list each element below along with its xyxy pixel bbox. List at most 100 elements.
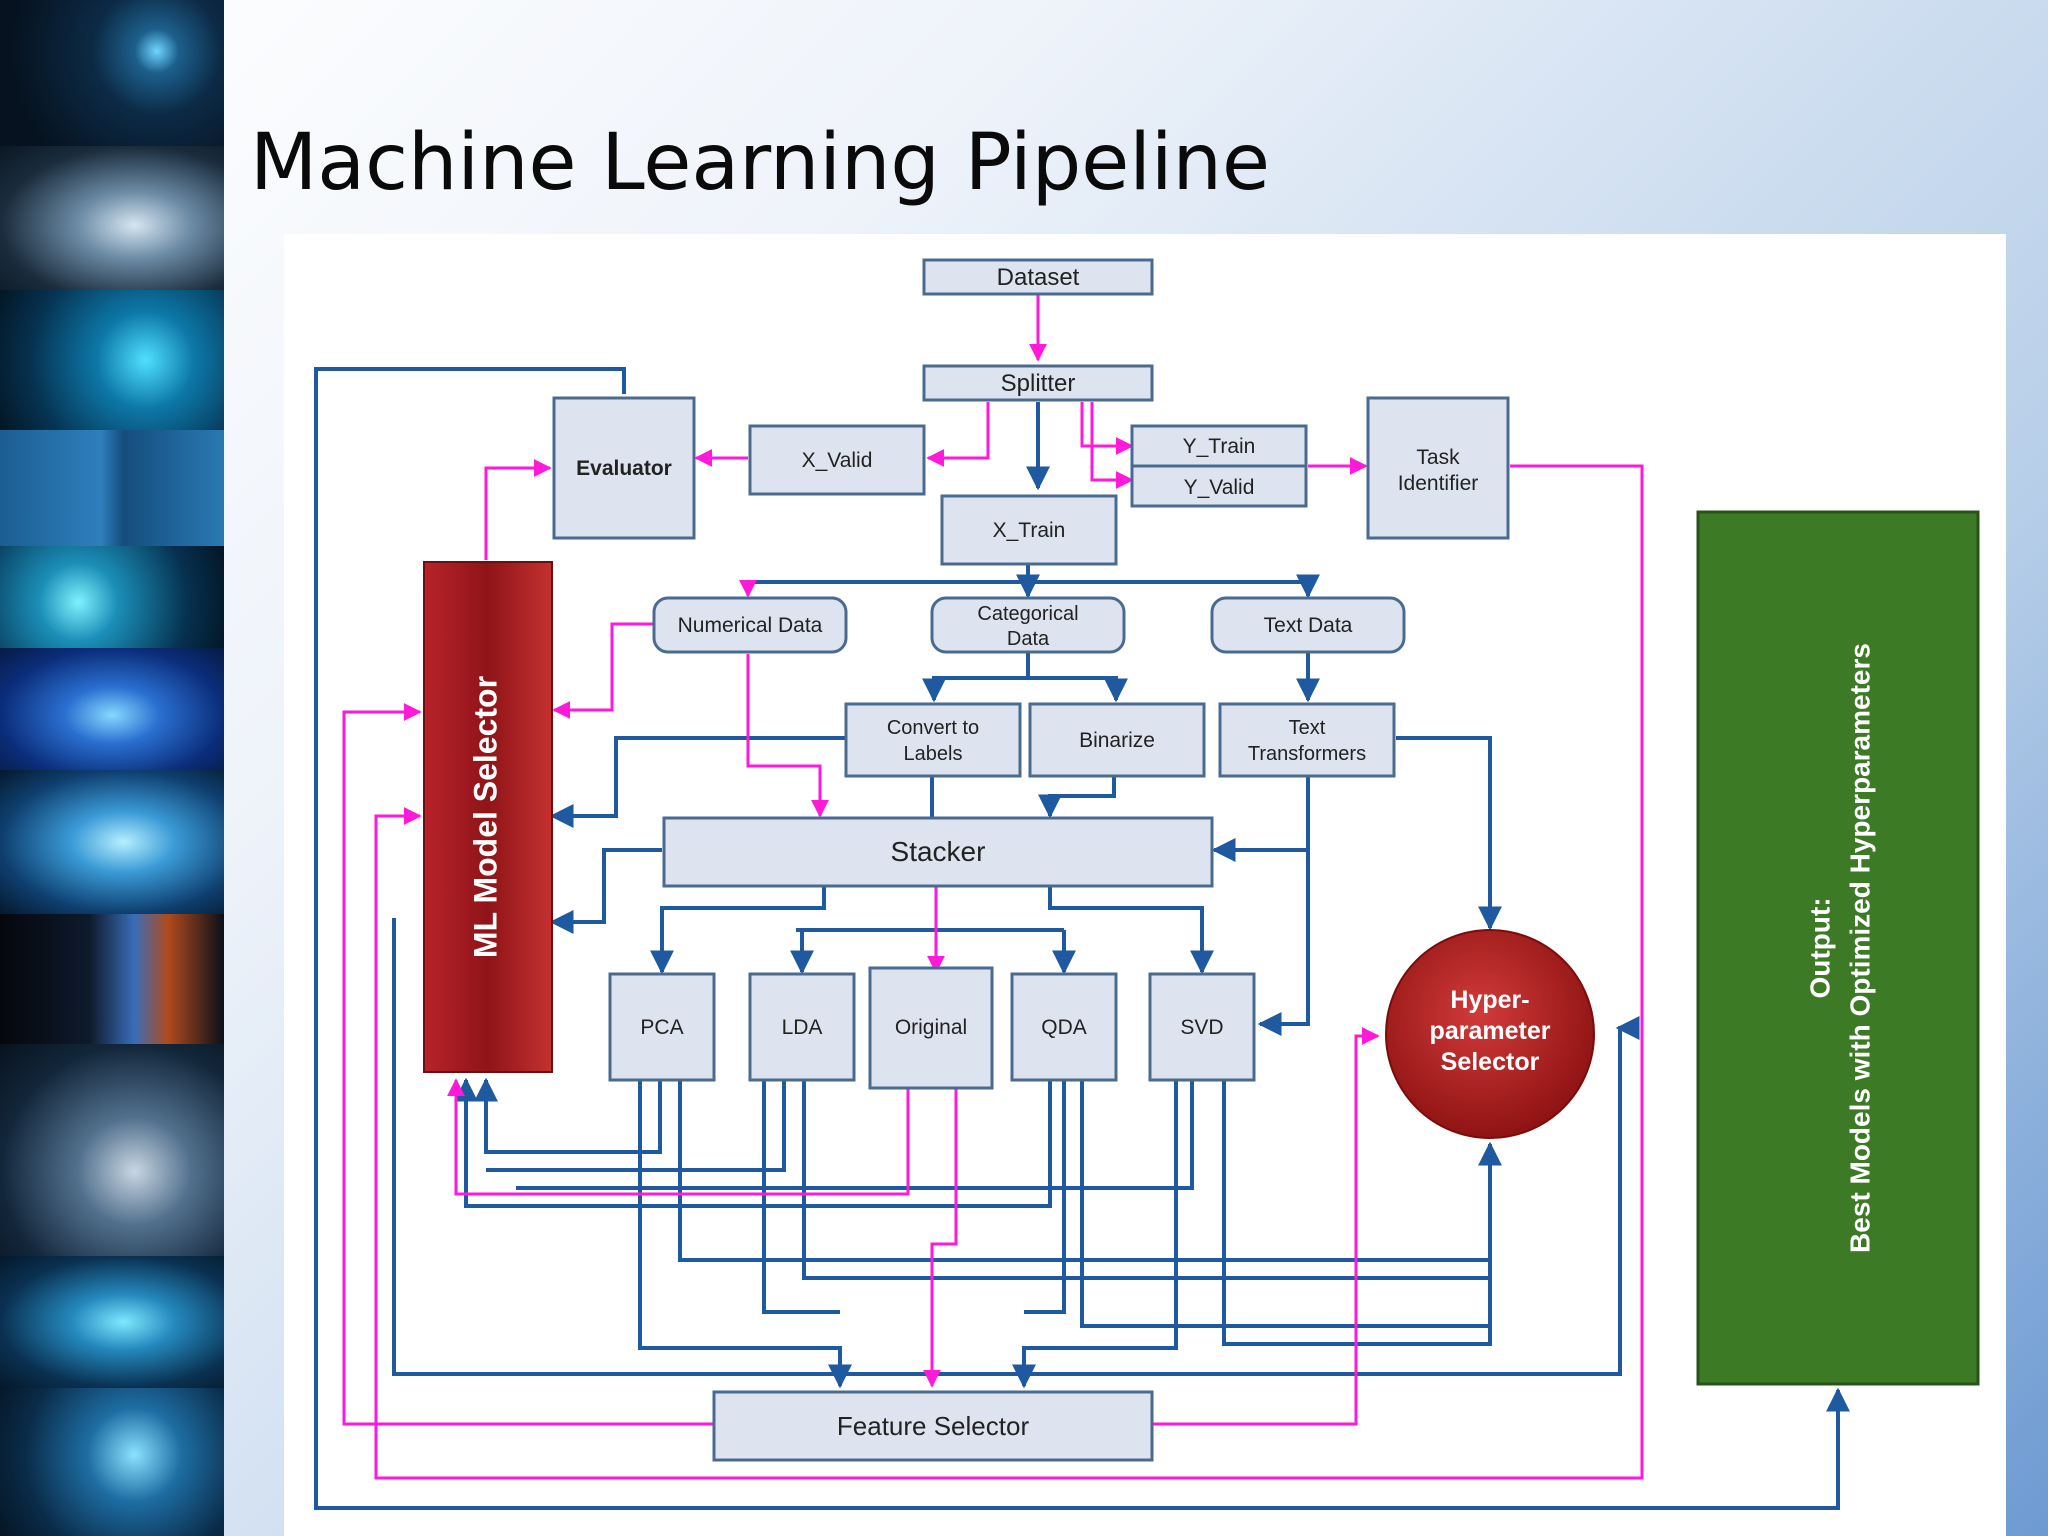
qda-node: QDA xyxy=(1010,972,1118,1082)
numerical-data-label: Numerical Data xyxy=(678,614,823,637)
dataset-label: Dataset xyxy=(997,264,1080,291)
binarize-to-stacker-arrow xyxy=(1038,776,1116,819)
evaluator-label: Evaluator xyxy=(576,457,672,480)
binarize-node: Binarize xyxy=(1028,702,1206,778)
ml-model-selector-node: ML Model Selector xyxy=(423,561,553,1073)
pipeline-diagram: Dataset Splitter Evaluator X_Valid Y_Tra… xyxy=(284,234,2006,1536)
x-train-node: X_Train xyxy=(940,494,1118,566)
categorical-data-label-1: Categorical xyxy=(977,603,1078,625)
lda-node: LDA xyxy=(748,972,856,1082)
brain-scan-thumbnail xyxy=(0,1256,224,1390)
feature-selector-label: Feature Selector xyxy=(837,1411,1030,1441)
gear-brain-thumbnail xyxy=(0,430,224,548)
pca-label: PCA xyxy=(640,1016,683,1039)
evaluator-node: Evaluator xyxy=(552,396,696,540)
hyperparameter-selector-label-2: parameter xyxy=(1430,1017,1551,1045)
blue-network-thumbnail xyxy=(0,546,224,650)
hyper-return-line xyxy=(392,918,1640,1376)
lda-label: LDA xyxy=(782,1016,823,1039)
qda-to-hyper-line xyxy=(1080,1080,1490,1328)
ai-figure-thumbnail xyxy=(0,1388,224,1536)
numerical-to-stacker-arrow xyxy=(746,654,829,818)
pca-node: PCA xyxy=(608,972,716,1082)
wired-brain-thumbnail xyxy=(0,770,224,916)
numerical-to-mlselector-arrow xyxy=(552,622,656,719)
hyperparameter-selector-label-1: Hyper- xyxy=(1450,986,1529,1014)
y-valid-node: Y_Valid xyxy=(1130,464,1308,508)
text-transformers-node: Text Transformers xyxy=(1218,702,1396,778)
convert-to-labels-node: Convert to Labels xyxy=(844,702,1022,778)
blue-connectors xyxy=(314,367,1850,1510)
output-title: Output: xyxy=(1804,897,1835,998)
svd-node: SVD xyxy=(1148,972,1256,1082)
head-profile-thumbnail xyxy=(0,914,224,1046)
evaluator-to-output-arrow xyxy=(314,367,1850,1510)
task-identifier-node: Task Identifier xyxy=(1366,396,1510,540)
glowing-brain-thumbnail xyxy=(0,648,224,772)
binary-face-thumbnail xyxy=(0,1044,224,1258)
pca-to-mlselector-line-1 xyxy=(474,1077,662,1154)
original-label: Original xyxy=(895,1016,967,1039)
transformers-to-svd-arrow xyxy=(1257,776,1310,1036)
svd-label: SVD xyxy=(1180,1016,1223,1039)
categorical-branch-line xyxy=(932,652,1030,680)
output-node: Output: Best Models with Optimized Hyper… xyxy=(1696,510,1980,1386)
splitter-to-ytrain-arrow xyxy=(1080,402,1134,455)
hyperparameter-selector-node: Hyper- parameter Selector xyxy=(1385,929,1595,1139)
output-description: Best Models with Optimized Hyperparamete… xyxy=(1844,643,1875,1253)
svd-to-mlselector-line xyxy=(516,1080,1194,1190)
stacker-to-svd-arrow xyxy=(1048,886,1214,975)
lda-to-feature-line xyxy=(762,1080,840,1314)
magenta-connectors xyxy=(342,294,1644,1480)
feature-to-mlselector-arrow xyxy=(342,703,714,1426)
categorical-data-label-2: Data xyxy=(1007,628,1050,650)
stacker-to-pca-arrow xyxy=(650,886,826,975)
binarize-label: Binarize xyxy=(1079,729,1155,752)
qda-to-feature-line xyxy=(1024,1080,1066,1314)
original-to-feature-arrow xyxy=(923,1080,958,1388)
text-data-node: Text Data xyxy=(1210,596,1406,654)
y-train-label: Y_Train xyxy=(1183,435,1256,458)
splitter-label: Splitter xyxy=(1001,370,1076,397)
text-data-label: Text Data xyxy=(1264,614,1353,637)
brain-head-thumbnail xyxy=(0,0,224,148)
circuit-brain-thumbnail xyxy=(0,146,224,292)
task-to-loop-line xyxy=(374,464,1644,1480)
dataset-node: Dataset xyxy=(922,258,1154,296)
ml-model-selector-label: ML Model Selector xyxy=(467,676,503,958)
y-valid-label: Y_Valid xyxy=(1184,476,1255,499)
convert-to-labels-label-1: Convert to xyxy=(887,717,979,739)
hyperparameter-selector-label-3: Selector xyxy=(1441,1048,1540,1076)
transformers-to-hyper-arrow xyxy=(1396,736,1502,931)
text-transformers-label-2: Transformers xyxy=(1248,743,1366,765)
feature-to-hyper-arrow xyxy=(1152,1027,1380,1426)
x-valid-node: X_Valid xyxy=(748,424,926,496)
qda-label: QDA xyxy=(1041,1016,1087,1039)
categorical-data-node: Categorical Data xyxy=(930,596,1126,654)
mlselector-to-evaluator-arrow xyxy=(484,459,552,560)
y-train-node: Y_Train xyxy=(1130,424,1308,468)
lda-to-mlselector-line xyxy=(486,1080,786,1172)
categorical-to-binarize-arrow xyxy=(1028,676,1128,703)
text-transformers-label-1: Text xyxy=(1289,717,1326,739)
stacker-node: Stacker xyxy=(662,816,1214,888)
slide-title: Machine Learning Pipeline xyxy=(250,118,1270,208)
image-strip xyxy=(0,0,224,1536)
original-to-mlselector-arrow xyxy=(447,1078,910,1196)
convert-to-mlselector-arrow xyxy=(549,736,846,828)
numerical-data-node: Numerical Data xyxy=(652,596,848,654)
original-node: Original xyxy=(868,966,994,1090)
pipeline-diagram-canvas: Dataset Splitter Evaluator X_Valid Y_Tra… xyxy=(314,258,1980,1510)
digital-face-thumbnail xyxy=(0,290,224,432)
svd-to-feature-line xyxy=(1012,1080,1178,1389)
pca-to-hyper-line xyxy=(678,1080,1490,1262)
stacker-label: Stacker xyxy=(891,836,986,867)
stacker-to-mlselector-arrow xyxy=(549,848,662,934)
pca-to-feature-line xyxy=(638,1080,852,1389)
splitter-to-xvalid-arrow xyxy=(926,402,990,467)
lda-to-hyper-line xyxy=(802,1080,1490,1280)
x-train-label: X_Train xyxy=(993,519,1066,542)
convert-to-labels-label-2: Labels xyxy=(904,743,963,765)
x-valid-label: X_Valid xyxy=(802,449,873,472)
task-identifier-label-2: Identifier xyxy=(1398,472,1479,495)
